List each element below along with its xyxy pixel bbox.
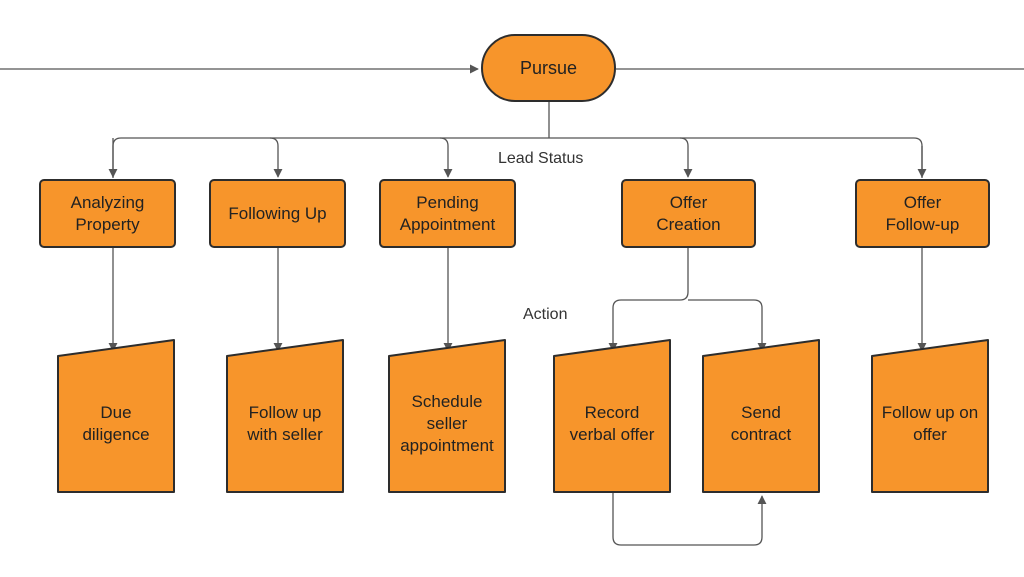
action-record-offer-text: Record verbal offer — [569, 403, 655, 444]
status-analyzing-property[interactable]: Analyzing Property — [39, 179, 176, 248]
action-label: Action — [523, 306, 568, 323]
branch-connector-pending — [439, 137, 453, 178]
action-card-follow-up-seller — [226, 339, 344, 493]
pursue-node[interactable]: Pursue — [481, 34, 616, 102]
split-connector-send-contract — [688, 299, 767, 352]
action-follow-up-seller-text: Follow up with seller — [247, 403, 323, 444]
status-following-up-label: Following Up — [228, 203, 327, 223]
action-card-due-diligence — [57, 339, 175, 493]
action-card-follow-up-offer — [871, 339, 989, 493]
lead-status-label: Lead Status — [498, 150, 584, 167]
status-offer-follow-up[interactable]: Offer Follow-up — [855, 179, 990, 248]
status-offer-creation-label: Offer Creation — [656, 192, 721, 234]
status-following-up[interactable]: Following Up — [209, 179, 346, 248]
action-card-record-offer — [553, 339, 671, 493]
action-card-schedule — [388, 339, 506, 493]
branch-connector-offer-creation — [679, 137, 693, 178]
action-schedule-text: Schedule seller appointment — [400, 392, 494, 455]
status-pending-appointment-label: Pending Appointment — [399, 192, 496, 234]
status-analyzing-property-label: Analyzing Property — [70, 192, 145, 234]
status-offer-follow-up-label: Offer Follow-up — [885, 192, 960, 234]
action-follow-up-offer-text: Follow up on offer — [881, 403, 979, 444]
branch-connector-following — [269, 137, 283, 178]
status-pending-appointment[interactable]: Pending Appointment — [379, 179, 516, 248]
loop-connector-record-to-send — [612, 493, 767, 546]
action-send-contract-text: Send contract — [730, 403, 792, 444]
action-card-send-contract — [702, 339, 820, 493]
action-due-diligence-text: Due diligence — [82, 403, 150, 444]
split-connector-offer-creation — [608, 248, 689, 352]
status-offer-creation[interactable]: Offer Creation — [621, 179, 756, 248]
pursue-label: Pursue — [519, 58, 578, 78]
